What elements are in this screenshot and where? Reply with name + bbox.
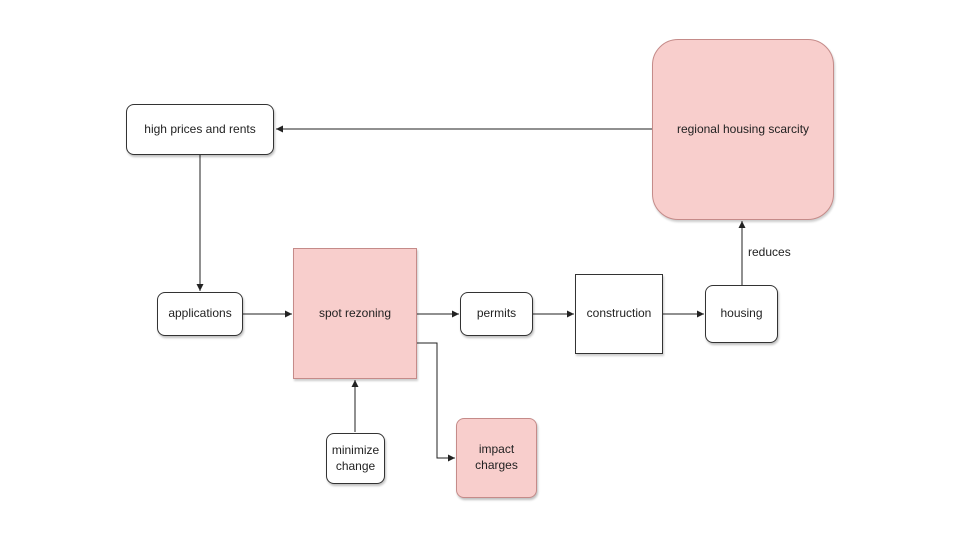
node-housing[interactable]: housing: [705, 285, 778, 343]
node-regional-housing-scarcity[interactable]: regional housing scarcity: [652, 39, 834, 220]
node-permits[interactable]: permits: [460, 292, 533, 336]
node-label: construction: [586, 306, 652, 321]
node-construction[interactable]: construction: [575, 274, 663, 354]
node-label: applications: [168, 306, 232, 321]
node-label: regional housing scarcity: [676, 121, 810, 136]
node-impact-charges[interactable]: impact charges: [456, 418, 537, 498]
node-spot-rezoning[interactable]: spot rezoning: [293, 248, 417, 379]
node-applications[interactable]: applications: [157, 292, 243, 336]
edge-spot-rezoning-to-impact-charges: [417, 342, 455, 462]
node-label: permits: [476, 306, 517, 321]
node-minimize-change[interactable]: minimize change: [326, 433, 385, 484]
node-label: spot rezoning: [318, 305, 392, 320]
node-high-prices-and-rents[interactable]: high prices and rents: [126, 104, 274, 155]
node-label: high prices and rents: [144, 121, 256, 136]
node-label: housing: [720, 306, 763, 321]
node-label: impact charges: [475, 442, 518, 472]
edge-label-reduces: reduces: [748, 245, 791, 259]
node-label: minimize change: [331, 442, 380, 473]
